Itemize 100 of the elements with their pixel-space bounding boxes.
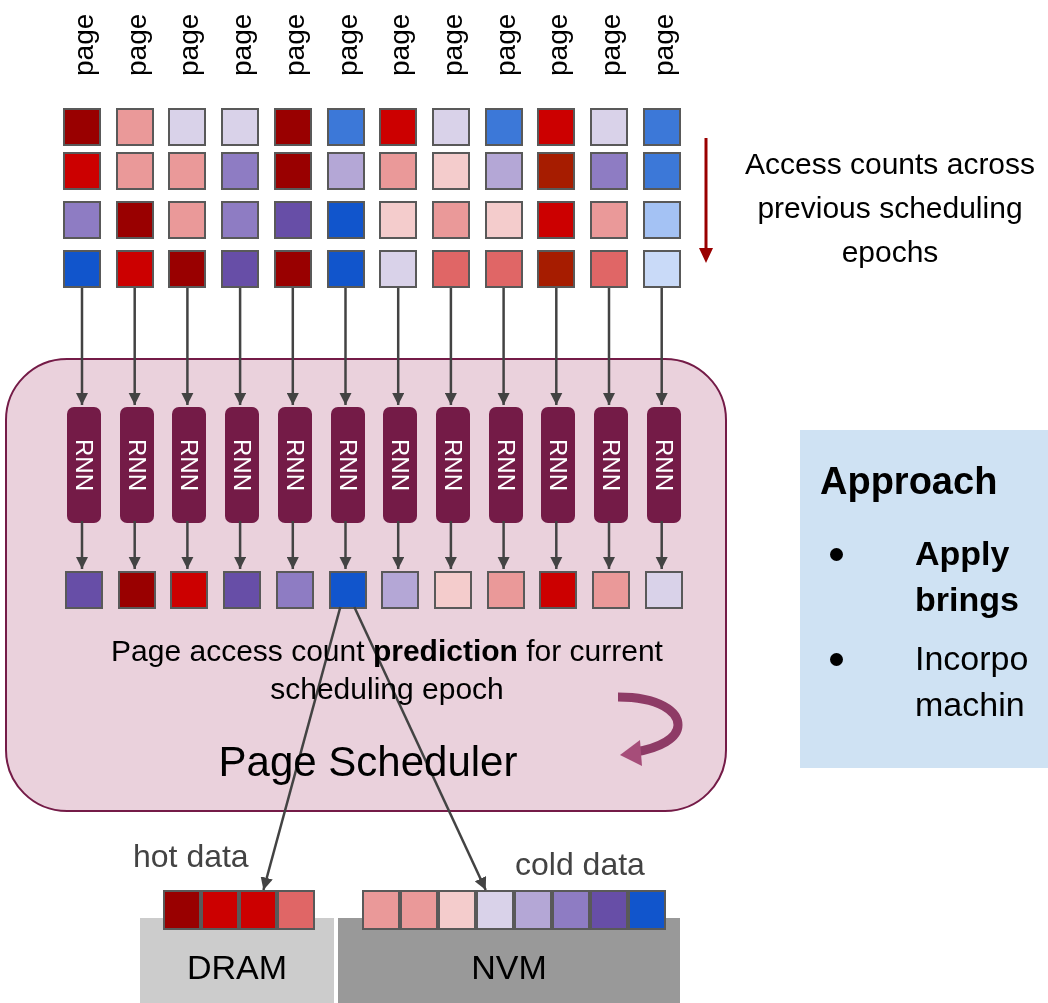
access-count-cell: [221, 250, 260, 288]
access-count-cell: [431, 108, 470, 146]
column-header: page: [331, 13, 364, 76]
rnn-block: [383, 407, 418, 523]
access-count-cell: [431, 152, 470, 190]
access-count-cell: [115, 108, 154, 146]
memory-page-cell: [277, 890, 315, 930]
access-count-cell: [537, 108, 576, 146]
column-header: page: [647, 13, 680, 76]
arrow: [497, 288, 510, 405]
access-count-cell: [431, 250, 470, 288]
arrow: [550, 288, 563, 405]
access-count-cell: [642, 250, 681, 288]
access-count-cell: [484, 152, 523, 190]
approach-panel: [800, 430, 1048, 768]
access-count-cell: [590, 250, 628, 288]
rnn-block: [594, 407, 628, 523]
rnn-label: RNN: [544, 439, 573, 491]
access-count-cell: [168, 201, 207, 239]
access-count-cell: [221, 201, 260, 239]
column-header: page: [173, 13, 206, 76]
arrow: [181, 288, 194, 405]
approach-heading: Approach: [820, 460, 998, 503]
rnn-block: [330, 407, 365, 523]
arrow: [550, 521, 563, 569]
column-header: page: [542, 13, 575, 76]
scheduler-panel: [5, 358, 727, 812]
column-header: page: [595, 13, 627, 76]
rnn-label: RNN: [70, 439, 98, 491]
access-count-cell: [273, 201, 312, 239]
rnn-label: RNN: [228, 439, 257, 491]
predicted-count-cell: [223, 571, 262, 609]
column-header: page: [436, 13, 469, 76]
access-count-cell: [642, 201, 681, 239]
arrow: [75, 288, 89, 405]
arrow: [391, 521, 405, 569]
memory-page-cell: [163, 890, 201, 930]
predicted-count-cell: [644, 571, 683, 609]
predicted-count-cell: [592, 571, 630, 609]
bullet-text: Incorpo machin: [915, 638, 1030, 725]
access-count-cell: [379, 108, 418, 146]
access-count-cell: [590, 108, 628, 146]
arrow: [233, 521, 247, 569]
arrow: [181, 521, 194, 569]
predicted-count-cell: [486, 571, 525, 609]
column-header: page: [278, 13, 311, 76]
column-header: page: [384, 13, 417, 76]
predicted-count-cell: [65, 571, 103, 609]
rnn-label: RNN: [649, 439, 678, 491]
access-count-cell: [484, 108, 523, 146]
hot-data-label: hot data: [133, 838, 249, 875]
arrow: [444, 288, 458, 405]
rnn-label: RNN: [280, 439, 309, 491]
access-count-cell: [221, 152, 260, 190]
access-count-cell: [273, 152, 312, 190]
memory-page-cell: [362, 890, 400, 930]
access-count-cell: [273, 108, 312, 146]
access-count-cell: [221, 108, 260, 146]
access-count-cell: [431, 201, 470, 239]
predicted-count-cell: [433, 571, 472, 609]
rnn-label: RNN: [333, 439, 362, 491]
rnn-block: [172, 407, 207, 523]
rnn-block: [225, 407, 260, 523]
memory-page-cell: [201, 890, 239, 930]
arrow: [75, 521, 89, 569]
access-count-cell: [63, 152, 101, 190]
axis-caption: Access counts across previous scheduling epochs: [743, 146, 1037, 270]
memory-page-cell: [590, 890, 628, 930]
rnn-label: RNN: [175, 439, 204, 491]
arrow: [391, 288, 405, 405]
access-count-cell: [326, 152, 365, 190]
column-header: page: [226, 13, 259, 76]
access-count-cell: [484, 201, 523, 239]
access-count-cell: [537, 152, 576, 190]
arrow: [602, 288, 616, 405]
access-count-cell: [379, 152, 418, 190]
access-count-cell: [537, 250, 576, 288]
rnn-label: RNN: [491, 439, 520, 491]
access-count-cell: [379, 250, 418, 288]
arrow: [339, 288, 352, 405]
memory-page-cell: [552, 890, 590, 930]
rnn-block: [67, 407, 101, 523]
predicted-count-cell: [381, 571, 420, 609]
predicted-count-cell: [328, 571, 367, 609]
predicted-count-cell: [117, 571, 156, 609]
column-header: page: [68, 13, 100, 76]
rnn-block: [488, 407, 523, 523]
access-count-cell: [537, 201, 576, 239]
access-count-cell: [642, 108, 681, 146]
access-count-cell: [115, 152, 154, 190]
rnn-block: [435, 407, 470, 523]
access-count-cell: [168, 108, 207, 146]
access-count-cell: [326, 108, 365, 146]
memory-page-cell: [438, 890, 476, 930]
access-count-cell: [642, 152, 681, 190]
rnn-label: RNN: [438, 439, 467, 491]
arrow: [128, 521, 141, 569]
rnn-block: [646, 407, 681, 523]
arrow: [444, 521, 458, 569]
access-count-cell: [326, 201, 365, 239]
